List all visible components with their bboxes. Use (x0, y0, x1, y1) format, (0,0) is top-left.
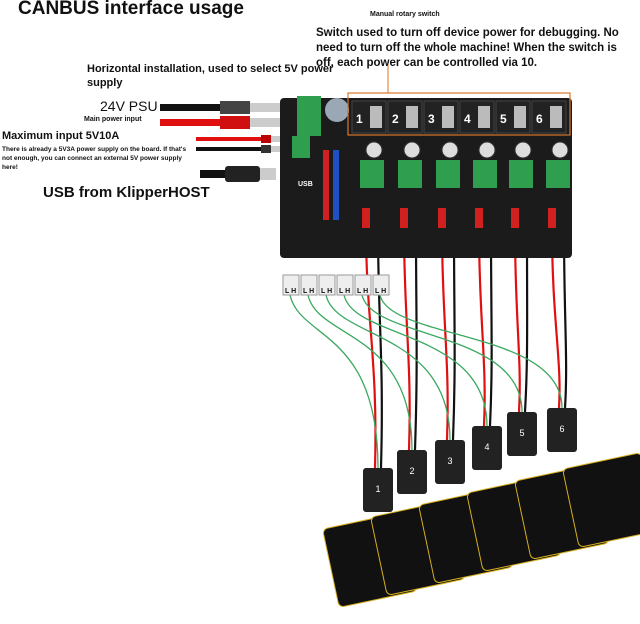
terminal-block (398, 160, 422, 188)
connector-number: 5 (519, 428, 524, 438)
max-input-note: There is already a 5V3A power supply on … (2, 146, 187, 171)
terminal-block (546, 160, 570, 188)
fuse-connector (475, 208, 483, 228)
wire-black (376, 227, 383, 469)
connector-3 (435, 440, 465, 484)
manual-switch-label: Manual rotary switch (370, 11, 440, 18)
fuse-connector (438, 208, 446, 228)
wire-black (488, 227, 493, 427)
toolboard (562, 452, 640, 548)
lh-connector (318, 274, 336, 296)
connector-number: 6 (559, 424, 564, 434)
switch-toggle (370, 106, 382, 128)
connector-number: 1 (375, 484, 380, 494)
switch-number: 5 (500, 112, 507, 126)
capacitor (551, 141, 569, 159)
psu-label: 24V PSU (100, 98, 158, 114)
connector-6 (547, 408, 577, 452)
fuse-connector (548, 208, 556, 228)
switch-toggle (514, 106, 526, 128)
capacitor (441, 141, 459, 159)
psu-cables (160, 101, 283, 182)
lh-label: L H (339, 288, 350, 295)
lh-connector (300, 274, 318, 296)
switch-toggle (478, 106, 490, 128)
page-title: CANBUS interface usage (18, 0, 244, 19)
fuse-connector (400, 208, 408, 228)
wire-green (289, 294, 379, 469)
terminal-block (473, 160, 497, 188)
switch-number: 4 (464, 112, 471, 126)
wire-green (307, 294, 413, 451)
terminal-block (509, 160, 533, 188)
terminal-block (436, 160, 460, 188)
wire-black (523, 227, 529, 413)
switch-toggle (442, 106, 454, 128)
usb-label: USB from KlipperHOST (43, 184, 210, 201)
connector-5 (507, 412, 537, 456)
connector-1 (363, 468, 393, 512)
horizontal-install-label: Horizontal installation, used to select … (87, 63, 334, 89)
lh-connector (282, 274, 300, 296)
wires (289, 227, 568, 469)
wire-green (379, 294, 563, 409)
main-power-label: Main power input (84, 116, 142, 123)
lh-label: L H (357, 288, 368, 295)
capacitor (514, 141, 532, 159)
switch-number: 2 (392, 112, 399, 126)
switch-number: 6 (536, 112, 543, 126)
lh-connector (354, 274, 372, 296)
max-input-label: Maximum input 5V10A (2, 130, 120, 142)
capacitor (478, 141, 496, 159)
wire-red (364, 227, 377, 469)
wire-black (451, 227, 456, 441)
lh-label: L H (375, 288, 386, 295)
capacitor (403, 141, 421, 159)
fuse-connector (511, 208, 519, 228)
switch-toggle (406, 106, 418, 128)
connector-2 (397, 450, 427, 494)
lh-label: L H (285, 288, 296, 295)
wire-green (343, 294, 488, 427)
switch-description: Switch used to turn off device power for… (316, 27, 619, 69)
distribution-board: USB 1 2 3 4 5 6 (280, 65, 572, 258)
connector-number: 2 (409, 466, 414, 476)
switch-highlight-box (347, 92, 571, 136)
lh-connector (336, 274, 354, 296)
wire-black (562, 227, 568, 409)
switch-number: 1 (356, 112, 363, 126)
board-usb-text: USB (298, 181, 313, 188)
connector-number: 4 (484, 442, 489, 452)
switch-toggle (550, 106, 562, 128)
connector-4 (472, 426, 502, 470)
fuse-connector (362, 208, 370, 228)
connector-number: 3 (447, 456, 452, 466)
wire-green (325, 294, 451, 441)
capacitor (365, 141, 383, 159)
terminal-block (360, 160, 384, 188)
lh-label: L H (303, 288, 314, 295)
lh-label: L H (321, 288, 332, 295)
lh-connector (372, 274, 390, 296)
switch-number: 3 (428, 112, 435, 126)
wire-green (361, 294, 523, 413)
